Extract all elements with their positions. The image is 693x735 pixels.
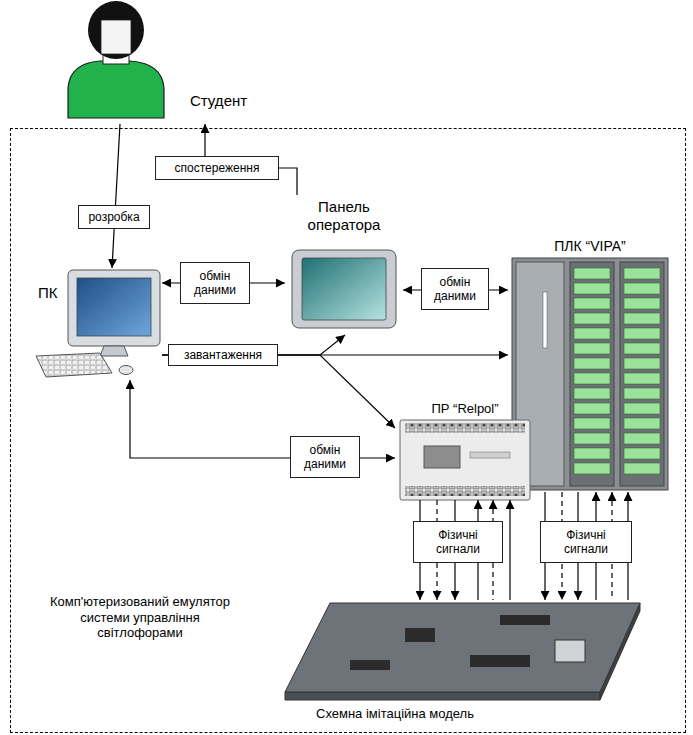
node-label: Студент — [190, 92, 290, 110]
drawing-part — [624, 343, 660, 354]
drawing-part — [400, 420, 530, 500]
drawing-part — [574, 463, 610, 474]
pc-node: ПК — [30, 268, 162, 380]
drawing-part — [285, 603, 640, 692]
drawing-part — [574, 298, 610, 309]
drawing-part — [570, 262, 614, 486]
edge-label: обмін даними — [426, 275, 484, 304]
operator-panel-icon — [292, 250, 396, 328]
drawing-part — [624, 418, 660, 429]
drawing-part — [100, 346, 128, 356]
edge-label: Фізичні сигнали — [545, 528, 627, 557]
drawing-part — [302, 258, 386, 320]
drawing-part — [470, 452, 510, 458]
computer-icon — [36, 270, 160, 377]
simulation-board — [285, 603, 640, 700]
drawing-part — [624, 388, 660, 399]
drawing-part — [624, 403, 660, 414]
drawing-part — [405, 486, 525, 496]
drawing-part — [512, 258, 668, 490]
drawing-part — [77, 278, 151, 336]
drawing-part — [574, 433, 610, 444]
drawing-part — [574, 283, 610, 294]
programmable-relay-icon — [400, 420, 530, 500]
drawing-part — [574, 448, 610, 459]
drawing-part — [624, 313, 660, 324]
drawing-part — [543, 292, 547, 348]
edge-label-box: завантаження — [168, 344, 278, 366]
drawing-part — [624, 463, 660, 474]
edge-label: розробка — [88, 210, 139, 224]
drawing-part — [624, 268, 660, 279]
student-figure — [68, 1, 164, 118]
drawing-part — [500, 615, 550, 625]
drawing-part — [88, 1, 144, 59]
drawing-part — [574, 403, 610, 414]
drawing-part — [620, 262, 664, 486]
node-label: Схемна імітаційна модель — [300, 706, 490, 722]
edge-label: спостереження — [175, 161, 260, 175]
drawing-part — [285, 692, 600, 700]
operator-panel-node: Панель оператора — [285, 195, 403, 335]
edge-label-box: Фізичні сигнали — [540, 521, 632, 563]
node-label: ПР “Relpol” — [395, 401, 535, 417]
edge-label: Фізичні сигнали — [418, 528, 498, 557]
connector — [112, 124, 120, 268]
edge-label: обмін даними — [185, 269, 245, 298]
edge-label: обмін даними — [295, 443, 355, 472]
drawing-part — [555, 640, 585, 662]
signal-line — [509, 500, 510, 600]
drawing-part — [292, 250, 396, 328]
edge-label-box: розробка — [78, 205, 150, 229]
drawing-part — [574, 313, 610, 324]
drawing-part — [574, 418, 610, 429]
student-node: Студент — [60, 4, 300, 124]
drawing-part — [68, 270, 160, 346]
drawing-part — [574, 358, 610, 369]
drawing-part — [624, 433, 660, 444]
drawing-part — [36, 353, 112, 377]
drawing-part — [624, 298, 660, 309]
edge-label-box: Фізичні сигнали — [413, 521, 503, 563]
node-label: ПЛК “VIPA” — [508, 238, 672, 255]
drawing-part — [68, 61, 164, 118]
node-label: ПК — [38, 284, 66, 302]
edge-label-box: обмін даними — [290, 436, 360, 478]
drawing-part — [624, 358, 660, 369]
drawing-part — [624, 448, 660, 459]
drawing-part — [405, 423, 525, 433]
edge-label-box: спостереження — [155, 156, 279, 180]
plc-rack — [512, 258, 668, 490]
drawing-part — [574, 328, 610, 339]
drawing-part — [574, 343, 610, 354]
drawing-part — [574, 373, 610, 384]
drawing-part — [574, 268, 610, 279]
drawing-part — [101, 20, 131, 54]
node-label: Панель оператора — [294, 198, 394, 234]
drawing-part — [624, 373, 660, 384]
drawing-part — [470, 655, 530, 667]
edge-label-box: обмін даними — [180, 262, 250, 304]
drawing-part — [405, 628, 435, 642]
drawing-part — [624, 283, 660, 294]
edge-label: завантаження — [184, 348, 262, 362]
drawing-part — [574, 388, 610, 399]
plc-node: ПЛК “VIPA” — [508, 236, 674, 492]
system-caption: Комп'ютеризований емулятор системи управ… — [45, 594, 235, 641]
simulation-model-node: Схемна імітаційна модель — [280, 600, 652, 728]
drawing-part — [624, 328, 660, 339]
drawing-part — [119, 366, 133, 375]
drawing-part — [424, 446, 460, 468]
edge-label-box: обмін даними — [421, 268, 489, 310]
programmable-relay-node: ПР “Relpol” — [395, 400, 537, 500]
connector-line — [112, 124, 120, 268]
drawing-part — [350, 660, 390, 670]
